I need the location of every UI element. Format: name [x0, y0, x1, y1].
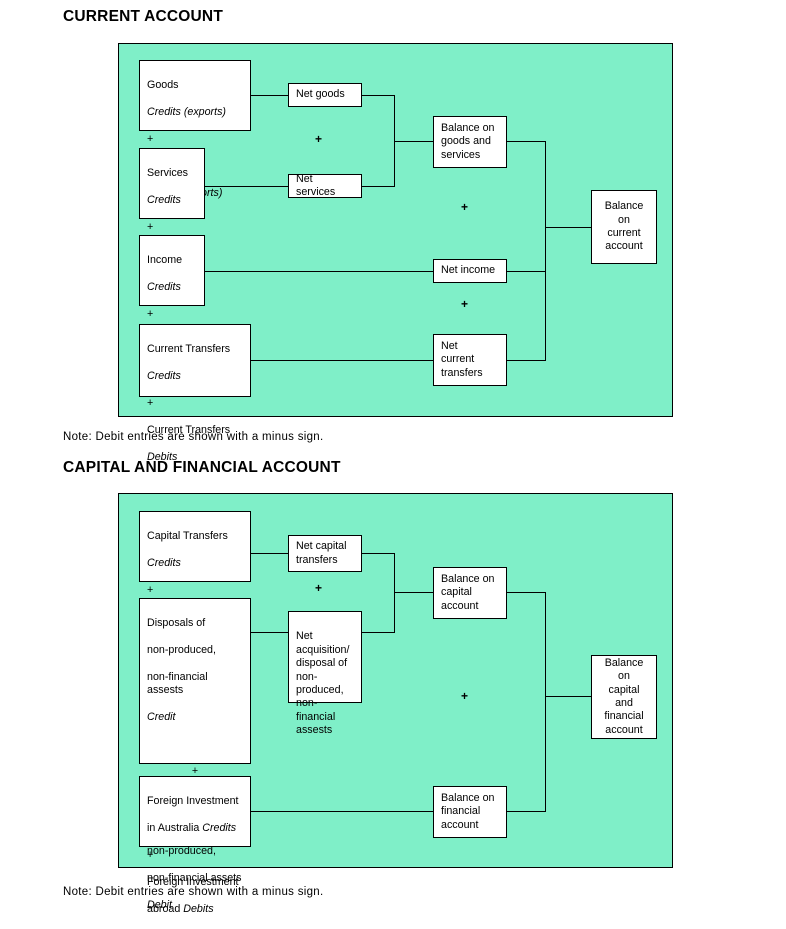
input-box-income-line-1: Income [147, 254, 183, 267]
input-box-non-produced-assets-line-11: Debit [147, 898, 172, 911]
input-box-capital-transfers-line-2: Credits [147, 557, 181, 570]
input-box-services-line-1: Services [147, 167, 188, 180]
balance-box-goods-and-services: Balance on goods and services [433, 116, 507, 168]
connector-into-balance-current-account [545, 227, 592, 228]
input-box-capital-transfers-line-1: Capital Transfers [147, 530, 228, 543]
input-box-goods-line-3: + [147, 133, 154, 146]
balance-box-financial-account-label: Balance on financial account [441, 791, 495, 831]
input-box-capital-transfers: Capital Transfers Credits + Capital Tran… [139, 511, 251, 650]
input-box-income: Income Credits + Income Debits [139, 235, 205, 374]
connector-net-goods-vertical [394, 95, 395, 141]
connector-into-balance-capital-account [394, 592, 434, 593]
net-box-net-acquisition-disposal-label: Net acquisition/ disposal of non-produce… [296, 630, 350, 737]
connector-balance-capital-account-vertical [545, 592, 546, 696]
input-box-non-produced-assets-plus: + [191, 764, 199, 777]
input-box-current-transfers-line-5: Debits [147, 450, 178, 463]
input-box-capital-transfers-line-3: + [147, 584, 154, 597]
plus-symbol-goods-services: + [315, 132, 323, 146]
input-box-non-produced-assets-line-9: non-produced, [147, 845, 216, 858]
connector-net-capital-transfers-out [361, 553, 395, 554]
net-box-net-services-label: Net services [296, 172, 336, 198]
plus-symbol-income-transfers: + [461, 297, 469, 311]
connector-current-transfers-to-net [250, 360, 433, 361]
input-box-non-produced-assets-line-2: non-produced, [147, 644, 216, 657]
connector-income-to-net-income [204, 271, 433, 272]
net-box-net-capital-transfers: Net capital transfers [288, 535, 362, 572]
input-box-non-produced-assets-line-10: non-financial assets [147, 872, 242, 885]
input-box-foreign-investment-line-2: in Australia Credits [147, 822, 237, 835]
input-box-non-produced-assets-line-4: Credit [147, 711, 176, 724]
connector-net-acquisition-vertical [394, 592, 395, 633]
input-box-foreign-investment-line-4: Foreign Investment [147, 875, 239, 888]
connector-goods-to-net-goods [250, 95, 290, 96]
input-box-goods-line-2: Credits (exports) [147, 106, 226, 119]
net-box-net-current-transfers: Net current transfers [433, 334, 507, 386]
note-capital-financial-account: Note: Debit entries are shown with a min… [63, 886, 324, 898]
connector-balance-capital-account-out [506, 592, 546, 593]
connector-balance-goods-services-vertical [545, 141, 546, 227]
connector-net-current-transfers-out [506, 360, 546, 361]
input-box-goods: Goods Credits (exports) + Goods Debits (… [139, 60, 251, 199]
net-box-net-income: Net income [433, 259, 507, 283]
total-box-balance-on-current-account-label: Balance on current account [604, 200, 644, 253]
plus-symbol-capital-transfers-acquisition: + [315, 581, 323, 595]
net-box-net-goods-label: Net goods [296, 88, 345, 101]
input-box-income-line-2: Credits [147, 281, 181, 294]
input-box-non-produced-assets-line-1: Disposals of [147, 617, 206, 630]
connector-net-services-out [361, 186, 395, 187]
input-box-current-transfers-line-4: Current Transfers [147, 423, 231, 436]
input-box-services: Services Credits + Services Debits [139, 148, 205, 287]
connector-balance-financial-account-vertical [545, 696, 546, 812]
connector-foreign-investment-to-balance-financial [250, 811, 433, 812]
net-box-net-services: Net services [288, 172, 362, 198]
connector-capital-transfers-to-net [250, 553, 290, 554]
balance-box-goods-and-services-label: Balance on goods and services [441, 121, 495, 161]
input-box-current-transfers: Current Transfers Credits + Current Tran… [139, 324, 251, 463]
input-box-current-transfers-line-1: Current Transfers [147, 343, 231, 356]
input-box-foreign-investment-line-3: + [147, 849, 154, 862]
page-title-capital-financial-account: CAPITAL AND FINANCIAL ACCOUNT [63, 459, 341, 476]
input-box-goods-line-1: Goods [147, 79, 179, 92]
note-current-account: Note: Debit entries are shown with a min… [63, 431, 324, 443]
balance-box-capital-account: Balance on capital account [433, 567, 507, 619]
connector-assets-to-net-acquisition [250, 632, 290, 633]
input-box-current-transfers-line-3: + [147, 397, 154, 410]
input-box-income-line-3: + [147, 308, 154, 321]
connector-services-to-net-services [204, 186, 289, 187]
input-box-services-line-2: Credits [147, 194, 181, 207]
input-box-services-line-3: + [147, 221, 154, 234]
connector-balance-goods-services-out [506, 141, 546, 142]
net-box-net-current-transfers-label: Net current transfers [441, 339, 483, 379]
plus-symbol-goods-services-income: + [461, 200, 469, 214]
input-box-non-produced-assets-line-3: non-financial assests [147, 671, 208, 697]
connector-into-balance-goods-services [394, 141, 434, 142]
connector-net-acquisition-out [361, 632, 395, 633]
input-box-current-transfers-line-2: Credits [147, 370, 181, 383]
connector-net-current-transfers-vertical [545, 227, 546, 361]
total-box-balance-capital-financial-account-label: Balance on capital and financial account [604, 656, 644, 736]
total-box-balance-on-current-account: Balance on current account [591, 190, 657, 264]
input-box-non-produced-assets: Disposals of non-produced, non-financial… [139, 598, 251, 911]
balance-box-financial-account: Balance on financial account [433, 786, 507, 838]
connector-balance-financial-account-out [506, 811, 546, 812]
net-box-net-acquisition-disposal: Net acquisition/ disposal of non-produce… [288, 611, 362, 736]
connector-net-goods-out [361, 95, 395, 96]
connector-into-balance-capital-financial [545, 696, 592, 697]
page-title-current-account: CURRENT ACCOUNT [63, 8, 223, 25]
input-box-foreign-investment-line-1: Foreign Investment [147, 795, 239, 808]
input-box-foreign-investment-line-5: abroad Debits [147, 902, 214, 915]
net-box-net-capital-transfers-label: Net capital transfers [296, 540, 347, 566]
balance-box-capital-account-label: Balance on capital account [441, 572, 495, 612]
connector-net-services-vertical [394, 141, 395, 187]
net-box-net-goods: Net goods [288, 83, 362, 107]
input-box-foreign-investment: Foreign Investment in Australia Credits … [139, 776, 251, 915]
plus-symbol-capital-financial: + [461, 689, 469, 703]
total-box-balance-capital-financial-account: Balance on capital and financial account [591, 655, 657, 739]
net-box-net-income-label: Net income [441, 264, 496, 277]
connector-net-capital-transfers-vertical [394, 553, 395, 592]
connector-net-income-out [506, 271, 546, 272]
